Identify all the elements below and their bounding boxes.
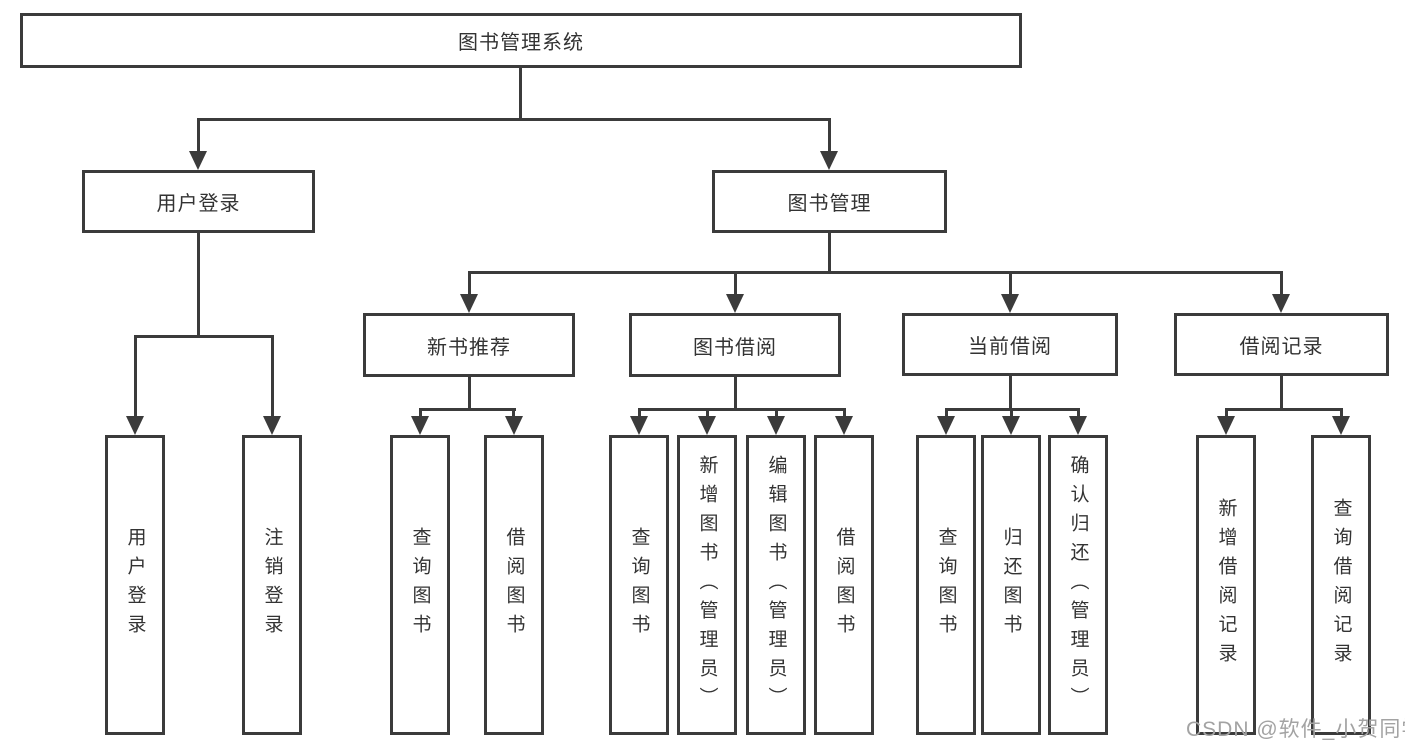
arrowhead-icon: [1332, 416, 1350, 435]
leaf-records-add-record-label: 新增借阅记录: [1215, 498, 1237, 672]
connector: [828, 120, 831, 153]
connector: [519, 67, 522, 121]
leaf-current-confirm-return-admin-label: 确认归还（管理员）: [1067, 454, 1089, 716]
leaf-borrowing-edit-books-admin: 编辑图书（管理员）: [746, 435, 806, 735]
leaf-newbooks-query-books-label: 查询图书: [409, 527, 431, 643]
leaf-borrowing-borrow-books-label: 借阅图书: [833, 527, 855, 643]
connector: [638, 408, 846, 411]
connector: [1280, 273, 1283, 296]
connector: [1225, 408, 1343, 411]
leaf-borrowing-add-books-admin: 新增图书（管理员）: [677, 435, 737, 735]
arrowhead-icon: [189, 151, 207, 170]
arrowhead-icon: [263, 416, 281, 435]
leaf-user-login: 用户登录: [105, 435, 165, 735]
connector: [512, 408, 515, 418]
connector: [945, 408, 948, 418]
arrowhead-icon: [1002, 416, 1020, 435]
connector: [134, 337, 137, 418]
connector: [775, 408, 778, 418]
leaf-current-return-books-label: 归还图书: [1000, 527, 1022, 643]
connector: [134, 335, 274, 338]
node-book-borrowing: 图书借阅: [629, 313, 841, 377]
connector: [734, 377, 737, 410]
leaf-logout-label: 注销登录: [261, 527, 283, 643]
connector: [271, 337, 274, 418]
connector: [734, 273, 737, 296]
leaf-current-query-books-label: 查询图书: [935, 527, 957, 643]
arrowhead-icon: [1001, 294, 1019, 313]
connector: [1009, 273, 1012, 296]
leaf-newbooks-query-books: 查询图书: [390, 435, 450, 735]
leaf-newbooks-borrow-books: 借阅图书: [484, 435, 544, 735]
leaf-records-query-record-label: 查询借阅记录: [1330, 498, 1352, 672]
connector: [197, 120, 200, 153]
leaf-newbooks-borrow-books-label: 借阅图书: [503, 527, 525, 643]
connector: [197, 233, 200, 337]
arrowhead-icon: [820, 151, 838, 170]
connector: [1010, 408, 1013, 418]
connector: [1280, 376, 1283, 410]
connector: [1077, 408, 1080, 418]
leaf-current-confirm-return-admin: 确认归还（管理员）: [1048, 435, 1108, 735]
arrowhead-icon: [1069, 416, 1087, 435]
leaf-records-query-record: 查询借阅记录: [1311, 435, 1371, 735]
leaf-borrowing-query-books-label: 查询图书: [628, 527, 650, 643]
arrowhead-icon: [937, 416, 955, 435]
connector: [1340, 408, 1343, 418]
arrowhead-icon: [767, 416, 785, 435]
connector: [1225, 408, 1228, 418]
node-library-management-system: 图书管理系统: [20, 13, 1022, 68]
connector: [843, 408, 846, 418]
leaf-borrowing-add-books-admin-label: 新增图书（管理员）: [696, 454, 718, 716]
connector: [468, 377, 471, 410]
leaf-borrowing-edit-books-admin-label: 编辑图书（管理员）: [765, 454, 787, 716]
arrowhead-icon: [460, 294, 478, 313]
node-user-login: 用户登录: [82, 170, 315, 233]
leaf-logout: 注销登录: [242, 435, 302, 735]
node-book-management: 图书管理: [712, 170, 947, 233]
arrowhead-icon: [698, 416, 716, 435]
arrowhead-icon: [835, 416, 853, 435]
connector: [1009, 376, 1012, 410]
connector: [638, 408, 641, 418]
connector: [468, 271, 1283, 274]
arrowhead-icon: [726, 294, 744, 313]
node-current-borrowing: 当前借阅: [902, 313, 1118, 376]
leaf-records-add-record: 新增借阅记录: [1196, 435, 1256, 735]
leaf-current-return-books: 归还图书: [981, 435, 1041, 735]
leaf-borrowing-query-books: 查询图书: [609, 435, 669, 735]
leaf-current-query-books: 查询图书: [916, 435, 976, 735]
connector: [828, 233, 831, 273]
arrowhead-icon: [411, 416, 429, 435]
arrowhead-icon: [1272, 294, 1290, 313]
node-borrowing-records: 借阅记录: [1174, 313, 1389, 376]
leaf-user-login-label: 用户登录: [124, 527, 146, 643]
leaf-borrowing-borrow-books: 借阅图书: [814, 435, 874, 735]
arrowhead-icon: [1217, 416, 1235, 435]
connector: [468, 273, 471, 296]
arrowhead-icon: [505, 416, 523, 435]
arrowhead-icon: [630, 416, 648, 435]
arrowhead-icon: [126, 416, 144, 435]
connector: [197, 118, 831, 121]
connector: [706, 408, 709, 418]
csdn-watermark: CSDN @软件_小贺同学: [1186, 718, 1405, 741]
node-new-book-recommendation: 新书推荐: [363, 313, 575, 377]
connector: [419, 408, 422, 418]
connector: [419, 408, 516, 411]
